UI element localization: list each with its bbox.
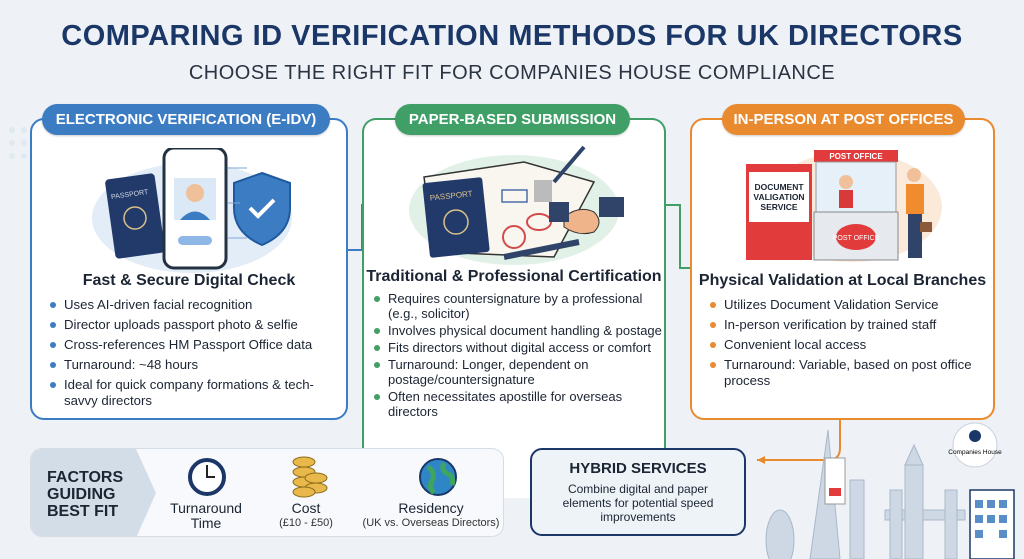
coins-icon (292, 456, 328, 498)
bullet-item: Requires countersignature by a professio… (370, 291, 664, 321)
panel-paper-submission: PASSPORT Traditional & Professional Cert… (362, 118, 666, 498)
hybrid-services-box: HYBRID SERVICES Combine digital and pape… (530, 448, 746, 536)
svg-text:PASSPORT: PASSPORT (429, 189, 473, 202)
panel-heading: Traditional & Professional Certification (366, 268, 662, 285)
panel-heading: Fast & Secure Digital Check (82, 272, 296, 289)
bullet-item: Involves physical document handling & po… (370, 323, 664, 338)
companies-house-logo-text: Companies House (948, 449, 1002, 456)
panel-in-person: POST OFFICE POST OFFICE DOCUMENT VALIGAT… (690, 118, 995, 420)
bullet-item: Ideal for quick company formations & tec… (46, 377, 342, 409)
electronic-illustration: PASSPORT (92, 148, 292, 273)
svg-text:POST OFFICE: POST OFFICE (829, 152, 883, 161)
page-subtitle: CHOOSE THE RIGHT FIT FOR COMPANIES HOUSE… (188, 62, 836, 84)
factors-box: FACTORS GUIDING BEST FIT Turnaround Time… (30, 448, 504, 537)
clock-icon (188, 458, 226, 496)
factor-residency: Residency(UK vs. Overseas Directors) (362, 500, 500, 530)
bullet-item: Director uploads passport photo & selfie (46, 317, 342, 333)
panel-heading: Physical Validation at Local Branches (698, 272, 987, 289)
bullet-item: Utilizes Document Validation Service (706, 297, 986, 313)
globe-icon (419, 458, 457, 496)
header-electronic: ELECTRONIC VERIFICATION (E-IDV) (42, 104, 330, 135)
bullet-item: Cross-references HM Passport Office data (46, 337, 342, 353)
factor-turnaround: Turnaround Time (170, 500, 242, 531)
bullet-item: Turnaround: Longer, dependent on postage… (370, 357, 664, 387)
page-title: COMPARING ID VERIFICATION METHODS FOR UK… (61, 20, 963, 52)
header-paper: PAPER-BASED SUBMISSION (395, 104, 630, 135)
factors-label: FACTORS GUIDING BEST FIT (47, 469, 124, 520)
hybrid-title: HYBRID SERVICES (569, 460, 707, 477)
document-validation-sign-text: DOCUMENT VALIGATION SERVICE (749, 172, 809, 222)
bullet-item: Turnaround: Variable, based on post offi… (706, 357, 986, 389)
panel-electronic-verification: PASSPORT Fast & Secure Digital Check Use… (30, 118, 348, 420)
svg-text:POST OFFICE: POST OFFICE (833, 235, 880, 242)
london-skyline-illustration: Companies House (765, 422, 1015, 559)
factor-cost: Cost(£10 - £50) (279, 500, 333, 530)
bullet-item: Fits directors without digital access or… (370, 340, 664, 355)
hybrid-text: Combine digital and paper elements for p… (562, 482, 714, 524)
bullet-item: Often necessitates apostille for oversea… (370, 389, 664, 419)
bullet-item: Turnaround: ~48 hours (46, 357, 342, 373)
bullet-item: In-person verification by trained staff (706, 317, 986, 333)
companies-house-building (969, 489, 1015, 559)
header-in-person: IN-PERSON AT POST OFFICES (722, 104, 965, 135)
bullet-item: Uses AI-driven facial recognition (46, 297, 342, 313)
bullet-item: Convenient local access (706, 337, 986, 353)
paper-illustration: PASSPORT (409, 145, 624, 265)
